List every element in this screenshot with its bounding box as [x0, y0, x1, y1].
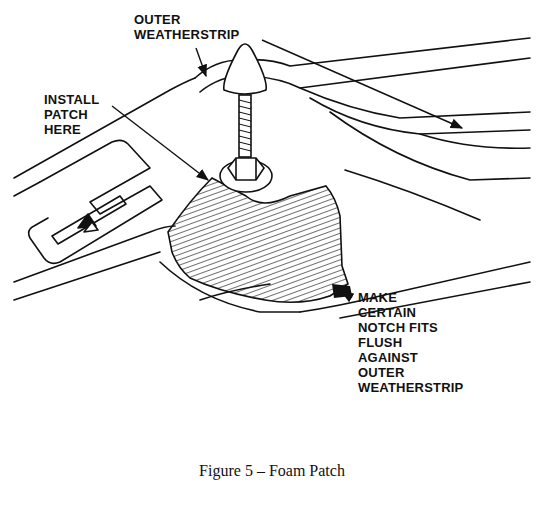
weatherstrip-label: OUTER WEATHERSTRIP — [134, 12, 264, 42]
stud-shaft — [239, 95, 251, 157]
stud-thread — [239, 142, 251, 145]
figure-caption: Figure 5 – Foam Patch — [199, 462, 345, 480]
stud-thread — [239, 118, 251, 121]
stud-thread — [239, 106, 251, 109]
outer-weatherstrip — [330, 112, 530, 180]
foam-patch — [168, 178, 348, 302]
leader-arrow — [262, 40, 462, 128]
stud-thread — [239, 100, 251, 103]
rail-edge — [14, 252, 160, 300]
stud-thread — [239, 136, 251, 139]
outer-weatherstrip — [420, 134, 530, 148]
outer-weatherstrip — [310, 98, 530, 134]
stud-thread — [239, 112, 251, 115]
leader-arrow — [112, 106, 208, 180]
notch-note: MAKE CERTAIN NOTCH FITS FLUSH AGAINST OU… — [358, 290, 458, 395]
stud-thread — [239, 148, 251, 151]
patch-notch — [332, 284, 352, 298]
stud-nut-edge — [236, 158, 256, 180]
leader-arrow — [342, 292, 352, 298]
stud-cone — [224, 44, 266, 94]
leader-arrow — [196, 48, 206, 76]
outer-weatherstrip — [300, 88, 530, 118]
stud-nut — [228, 158, 264, 180]
stud-thread — [239, 130, 251, 133]
outer-weatherstrip — [345, 170, 480, 220]
door-bracket — [29, 140, 162, 263]
install-label: INSTALL PATCH HERE — [44, 92, 116, 137]
rail-edge — [14, 182, 40, 196]
stud-thread — [239, 124, 251, 127]
door-stud — [220, 44, 272, 192]
bracket-tab — [84, 222, 98, 232]
bracket-slot — [52, 196, 126, 244]
